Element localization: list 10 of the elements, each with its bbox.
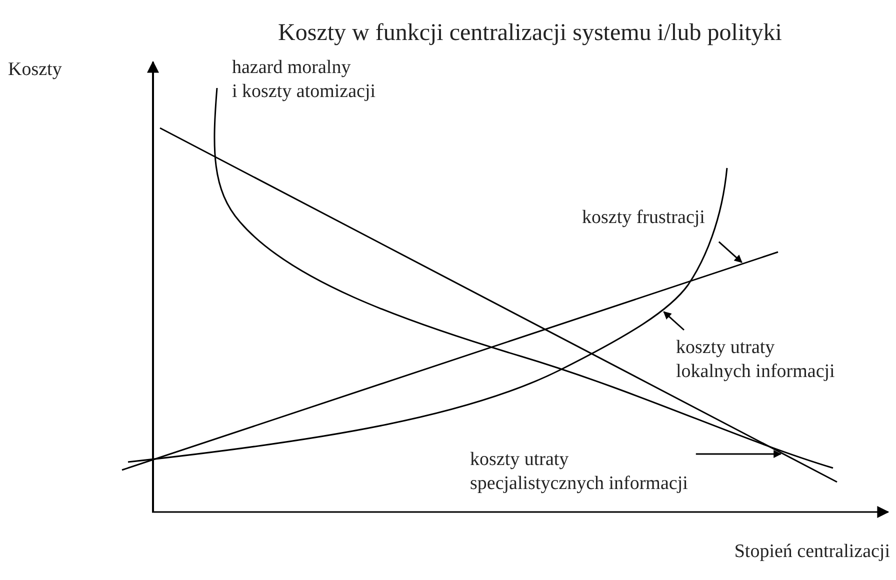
leader-arrow: [718, 241, 742, 263]
curve-label: hazard moralny i koszty atomizacji: [232, 56, 376, 104]
axis-title: Koszty: [8, 58, 62, 82]
curve-label: koszty frustracji: [582, 206, 705, 230]
axis-title: Stopień centralizacji: [734, 540, 890, 564]
leader-arrow: [696, 450, 782, 458]
curve-label: koszty utraty lokalnych informacji: [676, 336, 835, 384]
chart-title: Koszty w funkcji centralizacji systemu i/lub polityki: [277, 19, 783, 48]
leader-arrow: [663, 311, 684, 331]
curve-label: koszty utraty specjalistycznych informacji: [470, 448, 688, 496]
